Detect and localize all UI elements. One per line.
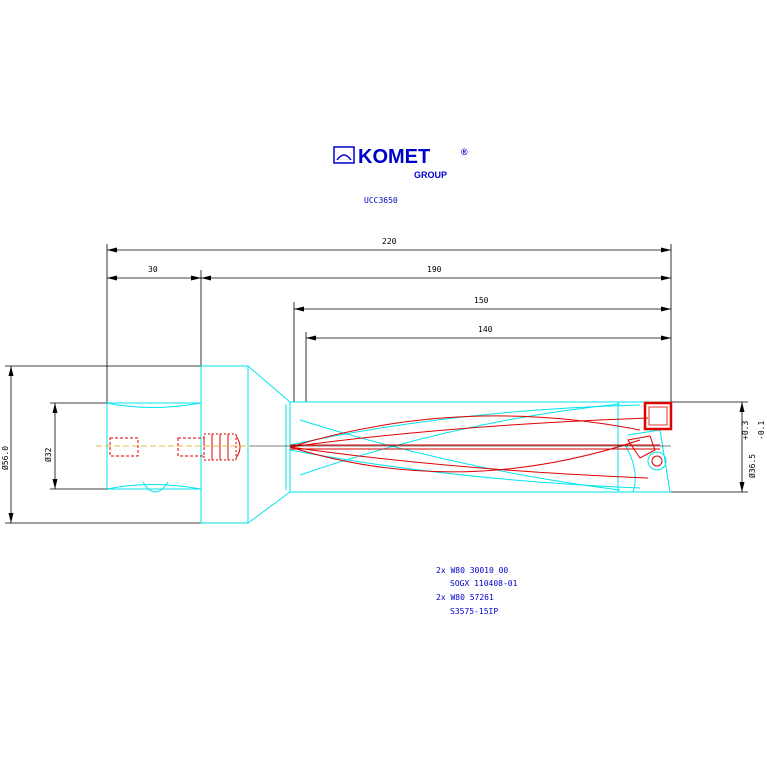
dim-tolerance-lower: -0.1 bbox=[757, 421, 766, 440]
part-number: UCC3650 bbox=[364, 196, 398, 205]
logo-registered: ® bbox=[461, 147, 468, 157]
cutting-insert bbox=[627, 401, 673, 471]
logo-name: KOMET bbox=[358, 146, 430, 168]
insert-spec-line-2: SOGX 110408-01 bbox=[450, 579, 518, 588]
dim-drill-diameter: Ø36.5 bbox=[747, 454, 757, 478]
dim-body-length: 190 bbox=[427, 265, 442, 274]
dim-overall-length: 220 bbox=[382, 237, 397, 246]
dim-tolerance-upper: +0.3 bbox=[741, 421, 750, 440]
insert-spec-line-4: S3575-15IP bbox=[450, 607, 498, 616]
dim-shank-length: 30 bbox=[148, 265, 158, 274]
komet-logo: KOMET ® GROUP bbox=[333, 146, 468, 180]
dim-depth-1: 150 bbox=[474, 296, 489, 305]
dim-shank-diameter: Ø32 bbox=[43, 447, 53, 462]
dim-depth-2: 140 bbox=[478, 325, 493, 334]
dimension-arrows bbox=[8, 247, 745, 523]
insert-spec: 2x W80 30010 00 SOGX 110408-01 2x W80 57… bbox=[436, 566, 518, 616]
logo-group: GROUP bbox=[414, 170, 447, 180]
logo-mark-icon bbox=[333, 146, 355, 164]
dimension-lines bbox=[5, 244, 748, 524]
insert-spec-line-1: 2x W80 30010 00 bbox=[436, 566, 508, 575]
coolant-channels bbox=[109, 415, 660, 479]
dim-flange-diameter: Ø56.0 bbox=[0, 446, 10, 470]
insert-spec-line-3: 2x W80 57261 bbox=[436, 593, 494, 602]
